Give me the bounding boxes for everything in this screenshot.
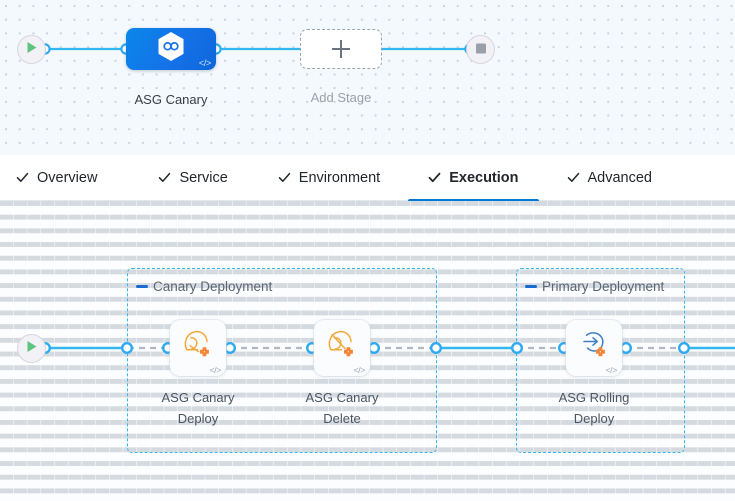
harness-cd-hexagon-icon bbox=[156, 31, 186, 68]
play-icon bbox=[26, 41, 38, 59]
group-label-primary-deployment-text: Primary Deployment bbox=[542, 279, 665, 294]
step-label-line2: Deploy bbox=[573, 411, 615, 426]
add-stage-label: Add Stage bbox=[310, 90, 372, 105]
step-label-line2: Delete bbox=[323, 411, 361, 426]
tab-environment[interactable]: Environment bbox=[278, 155, 380, 201]
tab-overview[interactable]: Overview bbox=[16, 155, 97, 201]
tab-overview-label: Overview bbox=[37, 169, 98, 186]
group-label-canary-deployment-text: Canary Deployment bbox=[153, 279, 273, 294]
collapse-dash-icon[interactable] bbox=[525, 285, 537, 288]
step-node-asg-canary-delete[interactable]: </> bbox=[314, 320, 370, 376]
step-label-asg-rolling-deploy: ASG Rolling Deploy bbox=[524, 387, 664, 429]
step-label-asg-canary-deploy: ASG Canary Deploy bbox=[128, 387, 268, 429]
stop-icon bbox=[475, 41, 486, 59]
tab-service-label: Service bbox=[179, 169, 228, 186]
step-label-line1: ASG Rolling bbox=[558, 390, 630, 405]
step-code-tag[interactable]: </> bbox=[353, 364, 366, 375]
step-group-primary-deployment[interactable] bbox=[516, 268, 685, 453]
tab-advanced[interactable]: Advanced bbox=[567, 155, 653, 201]
stage-node-asg-canary[interactable]: </> bbox=[126, 28, 216, 70]
add-stage-button[interactable] bbox=[300, 29, 382, 69]
collapse-dash-icon[interactable] bbox=[136, 285, 148, 288]
step-group-canary-deployment[interactable] bbox=[127, 268, 437, 453]
check-icon bbox=[428, 171, 441, 184]
tab-execution[interactable]: Execution bbox=[408, 155, 539, 202]
stage-canvas[interactable]: </> ASG Canary Add Stage bbox=[0, 0, 735, 155]
tab-execution-label: Execution bbox=[449, 169, 519, 186]
stage-config-tabs: Overview Service Environment Execution A bbox=[0, 155, 735, 202]
check-icon bbox=[278, 171, 291, 184]
step-code-tag[interactable]: </> bbox=[209, 364, 222, 375]
step-node-asg-canary-deploy[interactable]: </> bbox=[170, 320, 226, 376]
step-node-asg-rolling-deploy[interactable]: </> bbox=[566, 320, 622, 376]
check-icon bbox=[158, 171, 171, 184]
asg-rolling-deploy-icon bbox=[577, 328, 611, 365]
stage-connectors bbox=[39, 43, 476, 55]
plus-icon bbox=[332, 40, 350, 58]
step-label-line2: Deploy bbox=[177, 411, 219, 426]
tab-environment-label: Environment bbox=[298, 169, 381, 186]
asg-canary-deploy-icon bbox=[181, 328, 215, 365]
step-label-line1: ASG Canary bbox=[305, 390, 379, 405]
step-label-line1: ASG Canary bbox=[161, 390, 235, 405]
group-label-canary-deployment[interactable]: Canary Deployment bbox=[136, 279, 272, 294]
step-label-asg-canary-delete: ASG Canary Delete bbox=[272, 387, 412, 429]
step-code-tag[interactable]: </> bbox=[605, 364, 618, 375]
group-label-primary-deployment[interactable]: Primary Deployment bbox=[525, 279, 664, 294]
stage-code-tag[interactable]: </> bbox=[198, 58, 211, 68]
tab-service[interactable]: Service bbox=[158, 155, 228, 201]
pipeline-end-node[interactable] bbox=[466, 35, 495, 64]
asg-canary-delete-icon bbox=[325, 328, 359, 365]
tab-advanced-label: Advanced bbox=[587, 169, 653, 186]
check-icon bbox=[16, 171, 29, 184]
check-icon bbox=[567, 171, 580, 184]
play-icon bbox=[26, 340, 38, 358]
pipeline-start-node[interactable] bbox=[17, 35, 46, 64]
stage-label-asg-canary: ASG Canary bbox=[134, 92, 208, 107]
execution-start-node[interactable] bbox=[17, 334, 46, 363]
execution-canvas[interactable]: Canary Deployment Primary Deployment bbox=[0, 201, 735, 501]
